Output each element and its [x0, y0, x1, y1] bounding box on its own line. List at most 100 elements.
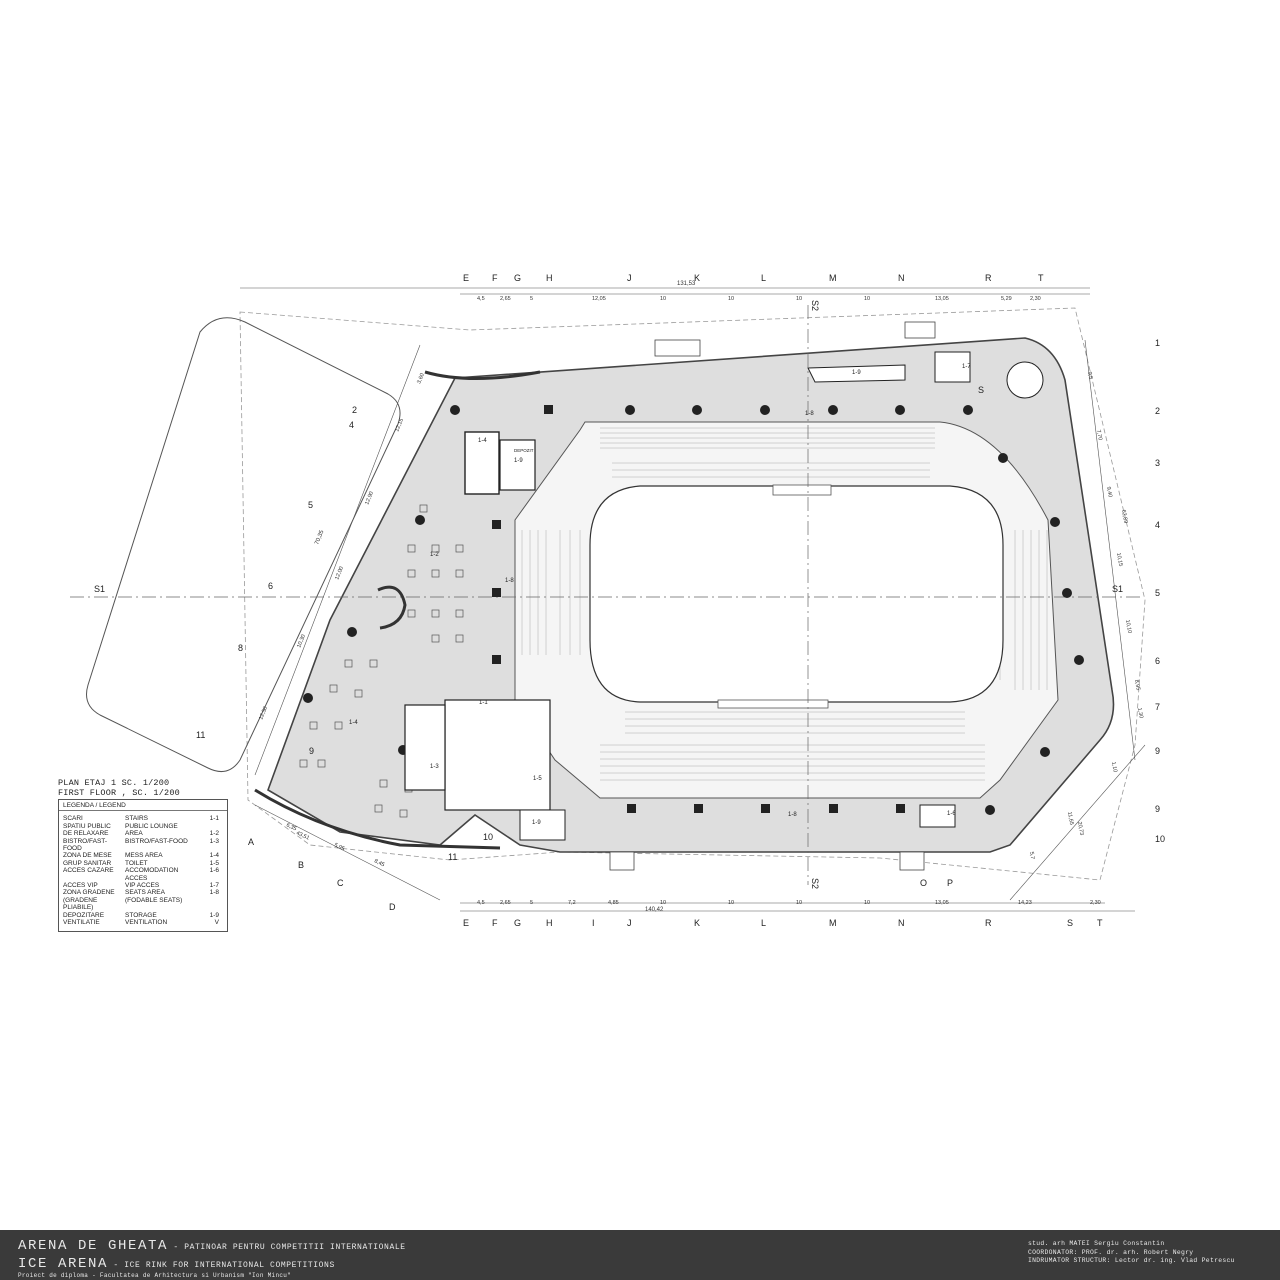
- lb-letters-4: 11: [448, 852, 457, 862]
- title-block-right: stud. arh MATEI Sergiu Constantin COORDO…: [1028, 1240, 1235, 1266]
- legend-row: (GRADENE PLIABILE) (FODABLE SEATS): [63, 897, 223, 912]
- lb-letters-1: B: [298, 860, 304, 870]
- legend-ro: GRUP SANITAR: [63, 859, 112, 867]
- title-line-en: ICE ARENA - ICE RINK FOR INTERNATIONAL C…: [18, 1254, 406, 1272]
- left-dims-2: 12,90: [364, 491, 375, 506]
- bottom-dims-2: 5: [530, 900, 533, 906]
- legend-ro: VENTILATIE: [63, 919, 100, 927]
- legend-code: 1-6: [209, 867, 219, 875]
- right-nums-6: 7: [1155, 702, 1160, 712]
- dim-total-left: 70,35: [314, 529, 325, 546]
- right-dims-9: 5,7: [1028, 851, 1035, 860]
- bottom-letters-5: J: [627, 918, 632, 928]
- top-dims-1: 2,65: [500, 296, 511, 302]
- right-nums-7: 9: [1155, 746, 1160, 756]
- label-stairs: 1-1: [479, 700, 488, 706]
- legend-en: (FODABLE SEATS): [125, 896, 183, 904]
- left-dims-5: 12,50: [258, 706, 269, 721]
- label-seats-top: 1-8: [805, 411, 814, 417]
- right-dims-0: 9,5: [1086, 371, 1093, 380]
- left-nums-3: 6: [268, 581, 273, 591]
- bottom-letters-12: T: [1097, 918, 1103, 928]
- bottom-letters-11: S: [1067, 918, 1073, 928]
- grid-dims-right: 9,57,709,4010,1510,108,951,301,1011,655,…: [1028, 371, 1144, 860]
- label-seats-bottom: 1-8: [788, 812, 797, 818]
- legend-ro: ZONA DE MESE: [63, 852, 112, 860]
- top-dims-9: 5,29: [1001, 296, 1012, 302]
- label-mess: 1-4: [478, 438, 487, 444]
- lb-dims-1: 43,51: [295, 830, 310, 841]
- legend-en: BISTRO/FAST-FOOD: [125, 837, 188, 845]
- legend-ro: DE RELAXARE: [63, 830, 109, 838]
- left-nums-6: 11: [196, 730, 205, 740]
- top-letters-8: N: [898, 273, 905, 283]
- right-dims-1: 7,70: [1095, 429, 1103, 441]
- bottom-dims-8: 10: [864, 900, 870, 906]
- lb-dims-3: 8,45: [373, 858, 385, 868]
- right-dims-6: 1,30: [1136, 707, 1144, 719]
- lb-letters-0: A: [248, 837, 254, 847]
- lb-letters-2: C: [337, 878, 344, 888]
- top-dims-6: 10: [796, 296, 802, 302]
- entrance-stair-s1: [609, 851, 635, 871]
- left-dims-1: 12,15: [394, 418, 405, 433]
- student-name: stud. arh MATEI Sergiu Constantin: [1028, 1240, 1165, 1247]
- legend-row: DE RELAXARE AREA 1-2: [63, 830, 223, 837]
- label-vip: 1-6: [947, 811, 956, 817]
- label-seats-left: 1-8: [505, 578, 514, 584]
- legend-title-ro: PLAN ETAJ 1 SC. 1/200: [58, 778, 170, 788]
- legend-ro: ACCES VIP: [63, 882, 98, 890]
- lounge-tables: [299, 504, 464, 818]
- bottom-dims-10: 14,23: [1018, 900, 1032, 906]
- legend-code: 1-2: [209, 830, 219, 838]
- legend-code: 1-9: [209, 911, 219, 919]
- section-s1-right: S1: [1112, 584, 1123, 594]
- label-vent-north: 1-9: [514, 458, 523, 464]
- legend-code: 1-8: [209, 889, 219, 897]
- top-letters-10: T: [1038, 273, 1044, 283]
- room-labels: 1-1 1-2 1-3 1-4 1-4 1-5 1-6 1-7 1-8 1-8 …: [349, 364, 984, 888]
- legend-en: AREA: [125, 830, 143, 838]
- canopy-south: [254, 788, 501, 850]
- left-nums-2: 5: [308, 500, 313, 510]
- entrance-stair-s2: [899, 851, 925, 871]
- right-nums-2: 3: [1155, 458, 1160, 468]
- legend-en: TOILET: [125, 859, 148, 867]
- columns: [303, 405, 1084, 815]
- project-subtitle-en: - ICE RINK FOR INTERNATIONAL COMPETITION…: [108, 1261, 335, 1270]
- bottom-dims-0: 4,5: [477, 900, 485, 906]
- reception-curve: [377, 585, 407, 630]
- right-nums-8: 9: [1155, 804, 1160, 814]
- vip-stair: [919, 804, 956, 828]
- legend-code: 1-1: [209, 815, 219, 823]
- legend-title-en: FIRST FLOOR , SC. 1/200: [58, 788, 180, 798]
- legend-ro: ACCES CAZARE: [63, 867, 114, 875]
- label-lounge: 1-2: [430, 552, 439, 558]
- storage-north: [499, 439, 536, 491]
- bottom-letters-6: K: [694, 918, 700, 928]
- legend-en: STAIRS: [125, 815, 148, 823]
- legend-en: SEATS AREA: [125, 889, 165, 897]
- bottom-dims-9: 13,05: [935, 900, 949, 906]
- legend-en: VIP ACCES: [125, 882, 160, 890]
- top-letters-7: M: [829, 273, 837, 283]
- label-vent-ne: 1-9: [852, 370, 861, 376]
- bottom-letters-7: L: [761, 918, 766, 928]
- label-mess-2: 1-4: [349, 720, 358, 726]
- section-s2-bottom: S2: [810, 878, 820, 889]
- top-letters-6: L: [761, 273, 766, 283]
- left-nums-0: 2: [352, 405, 357, 415]
- legend-ro: (GRADENE PLIABILE): [63, 896, 98, 912]
- bottom-dims-4: 4,85: [608, 900, 619, 906]
- bottom-dims-5: 10: [660, 900, 666, 906]
- bottom-letters-8: M: [829, 918, 837, 928]
- bottom-letters-1: F: [492, 918, 498, 928]
